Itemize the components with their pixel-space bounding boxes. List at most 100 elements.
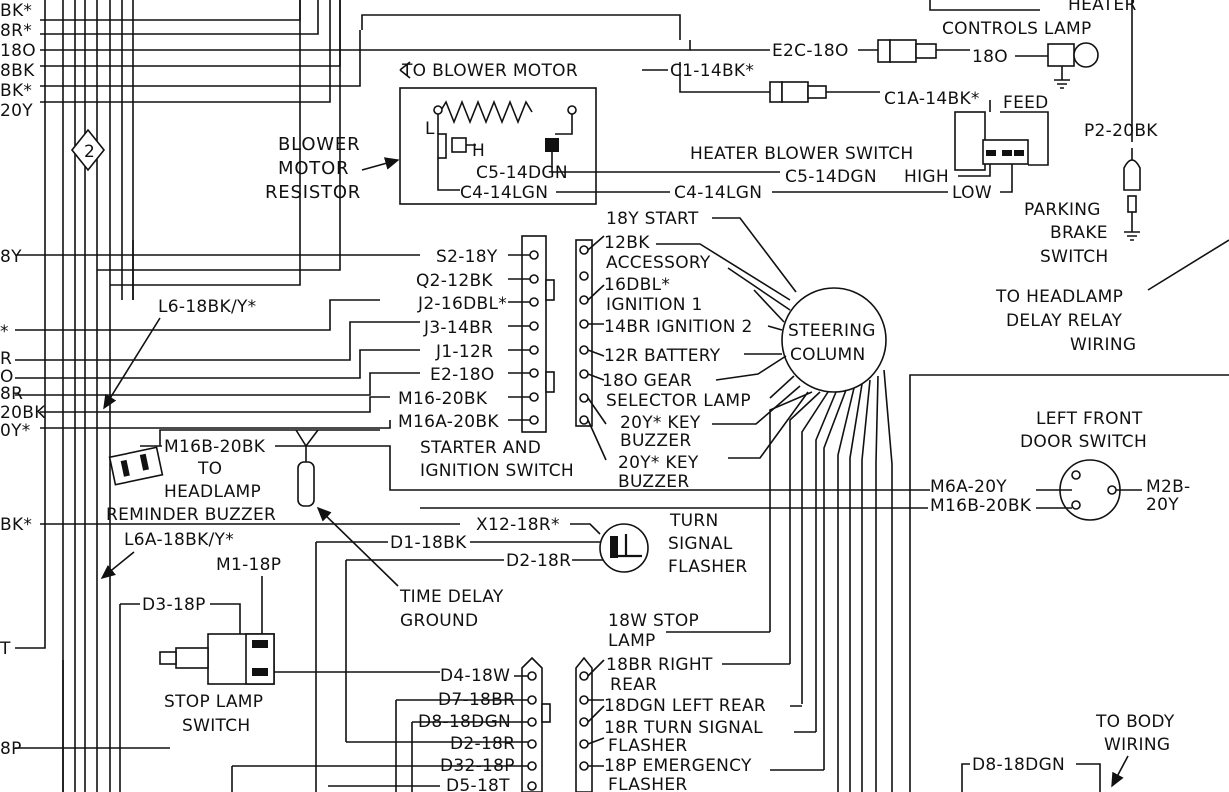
wire-d4: D4-18W: [440, 666, 510, 686]
edge-label: 8P: [0, 739, 22, 759]
headlamp-delay-label-1: TO HEADLAMP: [995, 287, 1123, 307]
col-label-gear: 18O GEAR: [602, 371, 692, 391]
col-label-ign1: IGNITION 1: [606, 295, 703, 315]
wire-d2: D2-18R: [506, 551, 571, 571]
wire-label-e2c: E2C-18O: [772, 41, 849, 61]
wire-m16b-left: M16B-20BK: [164, 437, 266, 457]
headlamp-delay-label-3: WIRING: [1070, 335, 1136, 355]
col-label-buzzer-2: BUZZER: [618, 472, 689, 492]
resistor-c4-label: C4-14LGN: [460, 183, 548, 203]
wire-m2b-2: 20Y: [1146, 495, 1179, 515]
wire-q2: Q2-12BK: [416, 271, 493, 291]
turn-signal-flasher: X12-18R* D1-18BK D2-18R TURN SIGNAL FLAS…: [315, 511, 748, 792]
col-label-rear: REAR: [610, 675, 657, 695]
circuit-marker-diamond: 2: [70, 128, 106, 172]
col-label-accessory: ACCESSORY: [606, 253, 711, 273]
edge-label: 8R*: [0, 21, 32, 41]
reminder-buzzer-label: REMINDER BUZZER: [106, 505, 276, 525]
col-label-buzzer-1: BUZZER: [620, 431, 691, 451]
high-label: HIGH: [904, 167, 949, 187]
ground-label: GROUND: [400, 611, 478, 631]
col-label-16dbl: 16DBL*: [604, 275, 670, 295]
resistor-title-3: RESISTOR: [265, 182, 361, 203]
resistor-l-label: L: [425, 119, 435, 139]
time-delay-label: TIME DELAY: [399, 587, 504, 607]
headlamp-reminder-buzzer: L6-18BK/Y* M16B-20BK TO HEADLAMP REMINDE…: [100, 297, 930, 631]
wire-d8-body: D8-18DGN: [972, 755, 1065, 775]
edge-label: 20Y: [0, 101, 33, 121]
steering-label: STEERING: [788, 321, 876, 341]
resistor-title-2: MOTOR: [278, 158, 349, 179]
steering-column-connector-upper: 18Y START 12BK ACCESSORY 16DBL* IGNITION…: [575, 209, 753, 492]
body-wiring-title-1: TO BODY: [1095, 712, 1175, 732]
switch-label: SWITCH: [1040, 247, 1108, 267]
edge-label: 8BK: [0, 61, 35, 81]
signal-label: SIGNAL: [668, 534, 733, 554]
blower-motor-resistor: L H C5-14DGN C4-14LGN C4-14LGN BLOWER MO…: [265, 87, 948, 205]
wire-label-18o: 18O: [972, 47, 1008, 67]
edge-label: BK*: [0, 1, 32, 21]
edge-label: 0Y*: [0, 421, 31, 441]
headlamp-label: HEADLAMP: [164, 482, 261, 502]
brake-label: BRAKE: [1050, 223, 1108, 243]
steering-column: STEERING COLUMN: [656, 217, 893, 792]
heater-blower-switch: HEATER BLOWER SWITCH C5-14DGN HIGH LOW: [690, 111, 1029, 203]
turn-label: TURN: [669, 511, 719, 531]
controls-lamp-label: CONTROLS LAMP: [942, 19, 1092, 39]
turn-signal-switch-connector: D4-18W D7-18BR D8-18DGN D2-18R D32-18P D…: [231, 656, 551, 792]
wire-label-c1a: C1A-14BK*: [884, 89, 980, 109]
parking-brake-switch: P2-20BK PARKING BRAKE SWITCH TO HEADLAMP…: [909, 0, 1229, 792]
wire-j2: J2-16DBL*: [417, 294, 507, 314]
col-label-right: 18BR RIGHT: [606, 655, 713, 675]
col-label-selector-lamp: SELECTOR LAMP: [606, 391, 751, 411]
resistor-h-label: H: [472, 141, 485, 161]
flasher-label: FLASHER: [668, 557, 748, 577]
wire-d1: D1-18BK: [390, 533, 467, 553]
wire-label-c5-right: C5-14DGN: [785, 167, 877, 187]
wire-j3: J3-14BR: [423, 318, 493, 338]
column-label: COLUMN: [790, 345, 866, 365]
edge-label: 8R: [0, 384, 23, 404]
starter-ignition-connector: S2-18Y Q2-12BK J2-16DBL* J3-14BR J1-12R …: [398, 235, 574, 481]
resistor-c5-label: C5-14DGN: [476, 163, 568, 183]
edge-label: T: [0, 639, 11, 659]
left-bundle-lines: [15, 0, 691, 792]
col-label-ign2: 14BR IGNITION 2: [604, 317, 753, 337]
starter-switch-title-2: IGNITION SWITCH: [420, 461, 574, 481]
edge-label: 20BK: [0, 403, 46, 423]
wire-m1: M1-18P: [216, 555, 281, 575]
wire-s2: S2-18Y: [436, 247, 498, 267]
door-switch-title-2: DOOR SWITCH: [1020, 432, 1147, 452]
left-front-door-switch: LEFT FRONT DOOR SWITCH M6A-20Y M16B-20BK…: [420, 409, 1190, 521]
switch-label-stop: SWITCH: [182, 716, 250, 736]
body-wiring-title-2: WIRING: [1104, 735, 1170, 755]
col-label-lamp: LAMP: [608, 631, 656, 651]
wire-m6a: M6A-20Y: [930, 477, 1007, 497]
wire-e2: E2-18O: [430, 365, 495, 385]
col-label-emergency: 18P EMERGENCY: [604, 756, 752, 776]
stop-lamp-label: STOP LAMP: [164, 692, 263, 712]
edge-label: BK*: [0, 515, 32, 535]
edge-label: *: [0, 322, 9, 342]
parking-label: PARKING: [1024, 200, 1101, 220]
feed-label: FEED: [1003, 93, 1049, 113]
heater-controls-lamp-section: HEATER CONTROLS LAMP E2C-18O 18O: [690, 0, 1136, 89]
wire-d5: D5-18T: [446, 776, 510, 792]
marker-number: 2: [84, 142, 95, 162]
wire-m2b-1: M2B-: [1146, 477, 1190, 497]
col-label-12bk: 12BK: [604, 233, 650, 253]
wire-label-c1: C1-14BK*: [670, 61, 754, 81]
edge-label: 18O: [0, 41, 36, 61]
to-body-wiring: TO BODY WIRING D8-18DGN: [961, 712, 1175, 792]
blower-motor-wires: TO BLOWER MOTOR C1-14BK* C1A-14BK* FEED: [361, 14, 1049, 166]
starter-switch-title-1: STARTER AND: [420, 438, 541, 458]
wire-l6: L6-18BK/Y*: [158, 297, 256, 317]
wire-d3: D3-18P: [142, 595, 206, 615]
stop-lamp-switch: M1-18P D3-18P STOP LAMP SWITCH: [119, 555, 440, 792]
low-label: LOW: [952, 183, 992, 203]
col-label-start: 18Y START: [606, 209, 699, 229]
wire-m16b-door: M16B-20BK: [930, 496, 1032, 516]
wire-j1: J1-12R: [435, 342, 493, 362]
edge-label: R: [0, 349, 12, 369]
col-label-key-2: 20Y* KEY: [618, 453, 699, 473]
